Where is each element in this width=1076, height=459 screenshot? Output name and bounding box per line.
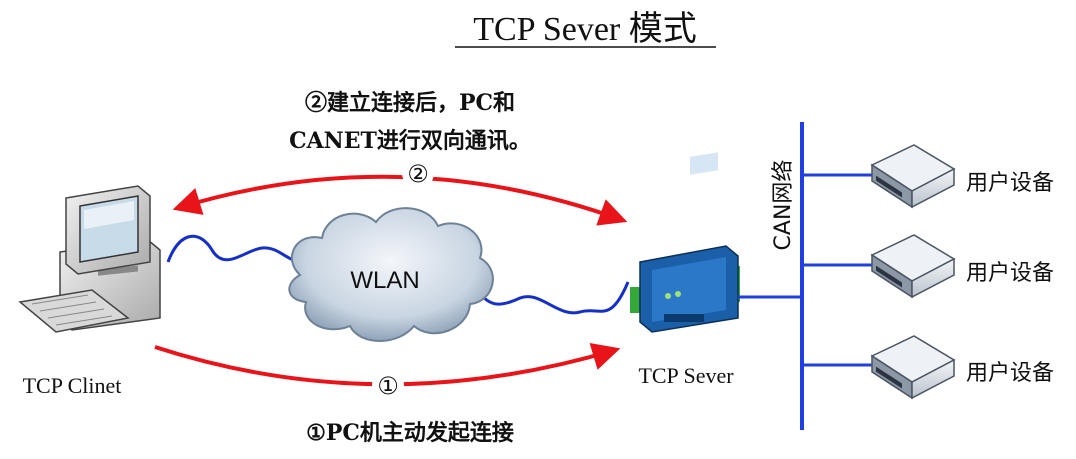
pc-icon — [18, 185, 161, 333]
user-device-icon-2 — [870, 234, 956, 299]
step2-marker-bg — [402, 157, 434, 189]
device-label-3: 用户设备 — [966, 361, 1054, 386]
wlan-label: WLAN — [350, 267, 419, 294]
note-bidirectional-line1: ②建立连接后，PC和 — [305, 90, 515, 116]
wlan-server-link — [476, 281, 630, 315]
note-bidirectional-line2: CANET进行双向通讯。 — [289, 128, 531, 154]
bus-label: CAN网络 — [771, 160, 796, 251]
bidirectional-arrow — [172, 174, 628, 226]
step1-marker-bg — [372, 369, 404, 401]
step2-marker: ② — [407, 160, 429, 188]
client-label: TCP Clinet — [23, 373, 122, 398]
user-device-icon-3 — [870, 335, 956, 400]
note-connect: ①PC机主动发起连接 — [306, 420, 514, 446]
diagram-title: TCP Sever 模式 — [473, 10, 697, 48]
step1-marker: ① — [377, 372, 399, 400]
canet-device-icon — [630, 152, 740, 333]
server-label: TCP Sever — [638, 363, 734, 388]
client-wlan-link — [166, 234, 303, 264]
device-label-1: 用户设备 — [966, 171, 1054, 196]
wlan-cloud-icon — [288, 207, 494, 342]
user-device-icon-1 — [870, 144, 956, 209]
device-label-2: 用户设备 — [966, 261, 1054, 286]
